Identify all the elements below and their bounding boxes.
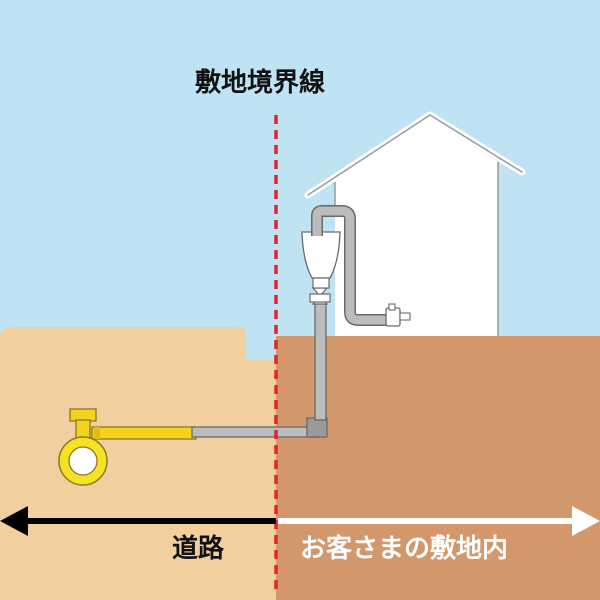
gas-cock (385, 303, 411, 327)
premises-ground (276, 336, 600, 600)
house (304, 111, 526, 336)
gas-meter (301, 231, 341, 289)
service-pipe-road (91, 426, 197, 440)
boundary-line-label: 敷地境界線 (195, 68, 326, 98)
road-label: 道路 (172, 534, 225, 564)
indoor-pipe (311, 205, 388, 326)
customer-premises-label: お客さまの敷地内 (300, 534, 509, 564)
road-ground (0, 327, 276, 600)
premises-arrow (278, 506, 600, 536)
gas-main (58, 408, 108, 486)
road-arrow (0, 506, 276, 536)
service-pipe-premises (191, 299, 328, 438)
